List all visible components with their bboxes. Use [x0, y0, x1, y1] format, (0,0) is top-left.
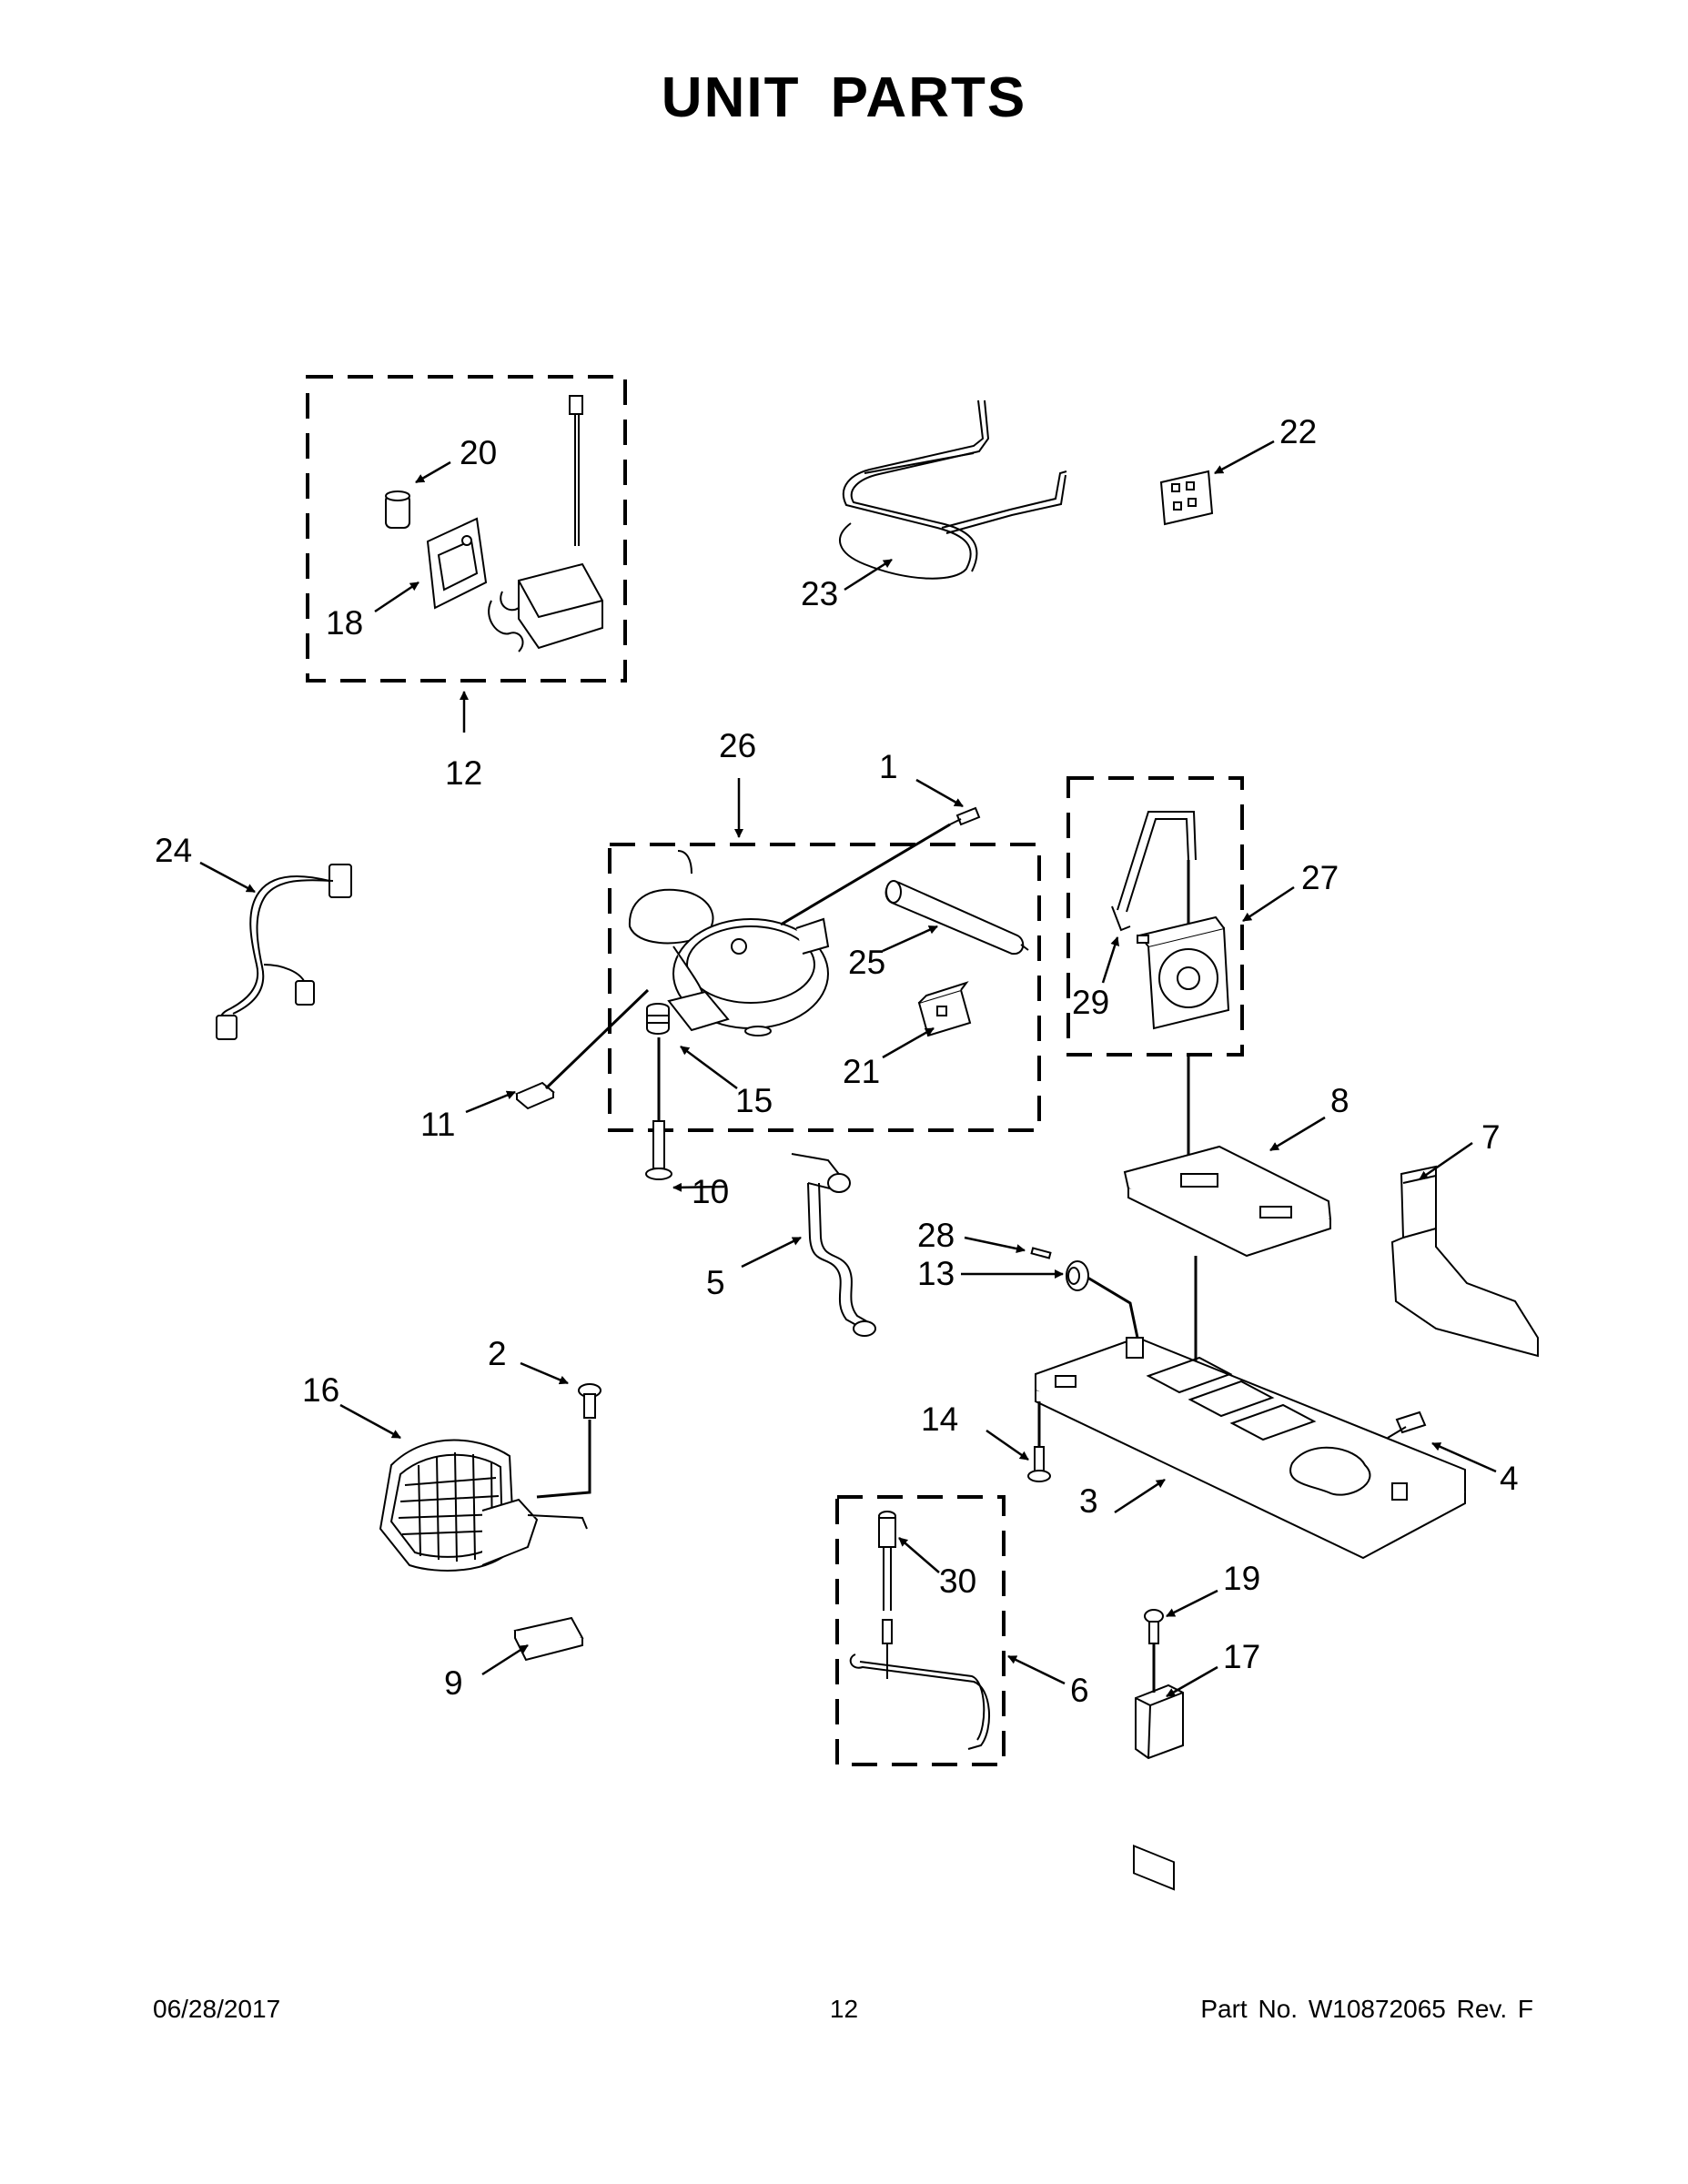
- screw-4-part: [1387, 1410, 1427, 1439]
- callout-8: 8: [1330, 1082, 1349, 1119]
- wire-13-28-leader: [1084, 1274, 1139, 1339]
- callout-labels: 20 18 12 22 23 26 1 24 25 27 29 21 15 11…: [155, 413, 1519, 1709]
- callout-23: 23: [801, 575, 838, 612]
- spacer-28-part: [1030, 1247, 1052, 1259]
- heater-30-part: [878, 1511, 896, 1679]
- group-box-12: [306, 375, 627, 682]
- callout-26: 26: [719, 727, 756, 764]
- pad-9-part: [513, 1616, 584, 1662]
- callout-14: 14: [921, 1400, 958, 1438]
- cover-18-part: [426, 517, 488, 610]
- screw-2-leader: [536, 1420, 591, 1499]
- base-plate-3-part: [1035, 1336, 1466, 1891]
- callout-1: 1: [879, 748, 898, 785]
- screw-1-leader: [780, 823, 951, 926]
- callout-19: 19: [1223, 1560, 1260, 1597]
- callout-16: 16: [302, 1371, 339, 1409]
- callout-3: 3: [1079, 1482, 1098, 1520]
- control-box-part: [488, 395, 603, 652]
- callout-13: 13: [917, 1255, 955, 1292]
- callout-2: 2: [488, 1335, 507, 1372]
- callout-12: 12: [445, 754, 482, 792]
- callout-15: 15: [735, 1082, 773, 1119]
- callout-10: 10: [692, 1173, 729, 1210]
- clip-11-leader: [544, 988, 650, 1090]
- fan-27-part: [1137, 915, 1230, 1030]
- page-title: UNIT PARTS: [661, 66, 1027, 129]
- wire-harness-24-part: [216, 864, 352, 1040]
- callout-7: 7: [1481, 1118, 1501, 1156]
- drain-tube-5-part: [791, 1153, 876, 1337]
- clip-11-part: [515, 1081, 555, 1110]
- footer-part-number: Part No. W10872065 Rev. F: [1200, 1995, 1533, 2023]
- callout-20: 20: [460, 434, 497, 471]
- callout-27: 27: [1301, 859, 1339, 896]
- grommet-15-part: [646, 1003, 670, 1035]
- footer-page-number: 12: [829, 1995, 859, 2023]
- group-box-27: [1066, 776, 1244, 1057]
- insulation-7-part: [1390, 1165, 1539, 1358]
- callout-17: 17: [1223, 1638, 1260, 1675]
- callout-24: 24: [155, 832, 192, 869]
- bracket-8-part: [1123, 1145, 1332, 1258]
- tube-29-part: [1111, 811, 1197, 932]
- fan-shroud-16-part: [379, 1439, 588, 1572]
- screw-14-part: [1027, 1446, 1051, 1482]
- drier-25-part: [884, 880, 1029, 956]
- relay-21-part: [917, 981, 972, 1037]
- screw-19-part: [1144, 1609, 1164, 1644]
- tubing-23-part: [839, 399, 1067, 580]
- group-box-6: [835, 1495, 1006, 1766]
- board-22-part: [1159, 470, 1214, 526]
- callout-28: 28: [917, 1217, 955, 1254]
- callout-18: 18: [326, 604, 363, 642]
- tube-6-part: [849, 1653, 990, 1750]
- bolt-10-part: [645, 1120, 672, 1180]
- callout-25: 25: [848, 944, 885, 981]
- capacitor-20-part: [385, 490, 410, 529]
- callout-11: 11: [420, 1106, 455, 1143]
- callout-arrows: [199, 440, 1497, 1698]
- bracket-17-part: [1135, 1684, 1184, 1760]
- callout-4: 4: [1500, 1460, 1519, 1497]
- group-box-26: [608, 843, 1041, 1132]
- grommet-13-part: [1066, 1260, 1089, 1291]
- callout-21: 21: [843, 1053, 880, 1090]
- callout-30: 30: [939, 1562, 976, 1600]
- screw-2-part: [578, 1383, 601, 1419]
- callout-9: 9: [444, 1664, 463, 1702]
- footer-date: 06/28/2017: [153, 1995, 281, 2023]
- callout-22: 22: [1279, 413, 1317, 450]
- callout-6: 6: [1070, 1672, 1089, 1709]
- callout-29: 29: [1072, 984, 1109, 1021]
- screw-1-part: [949, 806, 981, 826]
- compressor-26-part: [628, 850, 830, 1036]
- callout-5: 5: [706, 1264, 725, 1301]
